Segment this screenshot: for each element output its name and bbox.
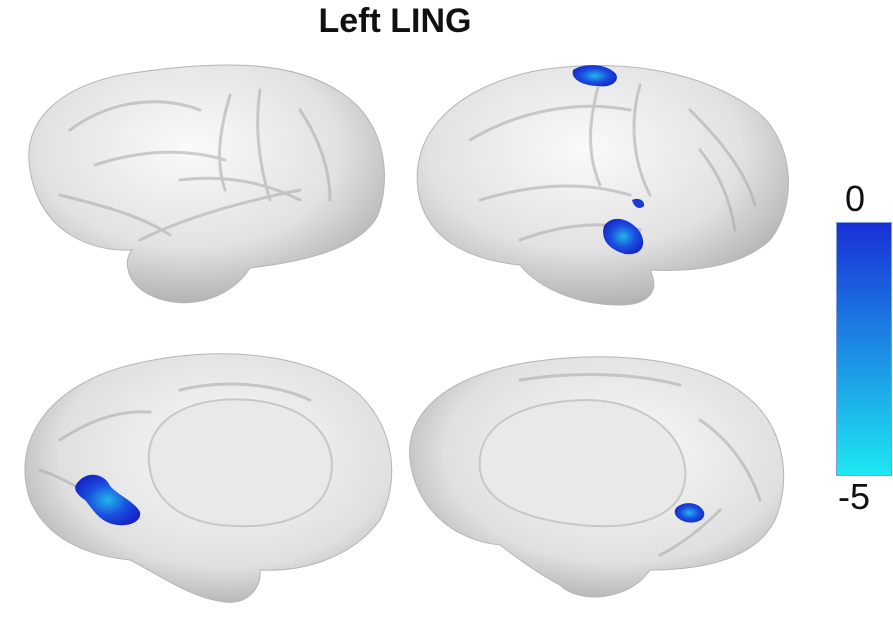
- brain-lateral-left: [28, 64, 385, 304]
- colorbar-min-label: -5: [838, 476, 871, 517]
- colorbar: [836, 222, 892, 476]
- colorbar-max-label: 0: [845, 178, 866, 219]
- brain-lateral-right: [416, 65, 789, 306]
- figure-title: Left LING: [318, 2, 472, 40]
- brain-medial-left: [24, 353, 393, 603]
- brain-medial-right: [409, 356, 785, 598]
